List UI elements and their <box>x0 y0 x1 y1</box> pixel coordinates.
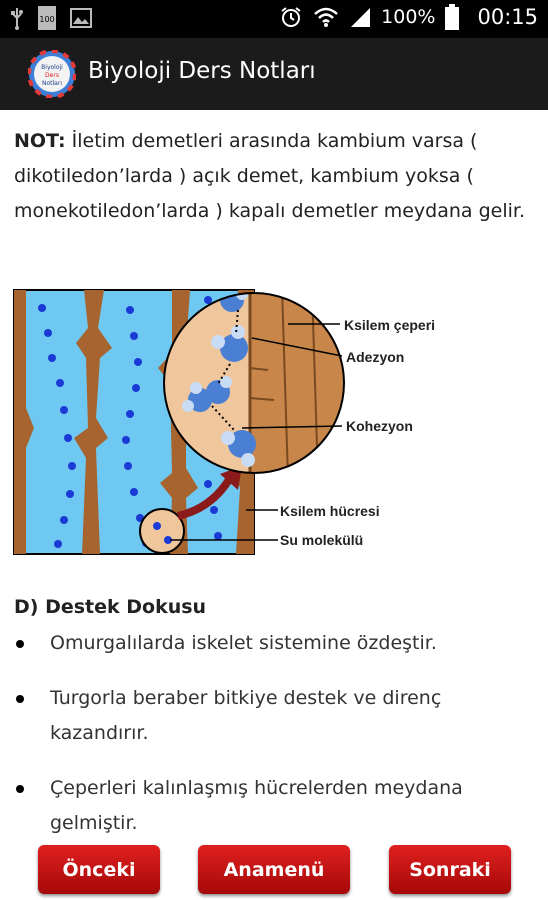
app-title: Biyoloji Ders Notları <box>88 58 316 84</box>
app-bar: Biyoloji Ders Notları Biyoloji Ders Notl… <box>0 38 548 110</box>
menu-button[interactable]: Anamenü <box>198 845 350 894</box>
status-bar: 100 100% 00:15 <box>0 0 548 38</box>
wifi-icon <box>314 7 338 27</box>
bullet-icon <box>16 640 24 648</box>
note-paragraph: NOT: İletim demetleri arasında kambium v… <box>14 124 534 229</box>
logo-line-3: Notları <box>42 80 62 87</box>
battery-small-icon: 100 <box>38 6 56 30</box>
bullet-icon <box>16 695 24 703</box>
usb-icon <box>11 8 23 30</box>
bottom-nav: Önceki Anamenü Sonraki <box>0 845 548 900</box>
list-item-text: Omurgalılarda iskelet sistemine özdeştir… <box>50 632 437 654</box>
content-scroll[interactable]: NOT: İletim demetleri arasında kambium v… <box>0 110 548 845</box>
logo-line-1: Biyoloji <box>41 64 63 71</box>
label-ksilem-hucresi: Ksilem hücresi <box>280 503 380 519</box>
label-su-molekulu: Su molekülü <box>280 532 363 548</box>
list-item-text: Turgorla beraber bitkiye destek ve diren… <box>50 687 442 744</box>
list-item-text: Çeperleri kalınlaşmış hücrelerden meydan… <box>50 777 463 834</box>
signal-icon <box>351 8 371 27</box>
label-ksilem-ceperi: Ksilem çeperi <box>344 317 435 333</box>
note-label: NOT: <box>14 130 66 152</box>
image-icon <box>70 8 92 28</box>
list-item: Turgorla beraber bitkiye destek ve diren… <box>10 681 530 751</box>
next-button[interactable]: Sonraki <box>389 845 511 894</box>
xylem-figure: Ksilem çeperi Adezyon Kohezyon Ksilem hü… <box>13 289 435 555</box>
su-molekulu-small-circle <box>139 508 185 554</box>
app-logo[interactable]: Biyoloji Ders Notları <box>28 50 76 98</box>
bullet-icon <box>16 785 24 793</box>
battery-icon <box>445 4 460 30</box>
logo-line-2: Ders <box>45 72 59 79</box>
bullet-list: Omurgalılarda iskelet sistemine özdeştir… <box>10 626 530 841</box>
list-item: Çeperleri kalınlaşmış hücrelerden meydan… <box>10 771 530 841</box>
label-lines <box>170 323 343 541</box>
alarm-icon <box>281 7 301 27</box>
clock: 00:15 <box>477 5 538 29</box>
battery-badge: 100 <box>39 15 55 24</box>
label-kohezyon: Kohezyon <box>346 418 413 434</box>
zoom-arrow <box>176 475 234 520</box>
label-adezyon: Adezyon <box>346 349 404 365</box>
list-item: Omurgalılarda iskelet sistemine özdeştir… <box>10 626 530 661</box>
battery-percent: 100% <box>381 6 436 28</box>
note-text: İletim demetleri arasında kambium varsa … <box>14 130 525 222</box>
prev-button[interactable]: Önceki <box>38 845 160 894</box>
section-title: D) Destek Dokusu <box>14 596 207 618</box>
